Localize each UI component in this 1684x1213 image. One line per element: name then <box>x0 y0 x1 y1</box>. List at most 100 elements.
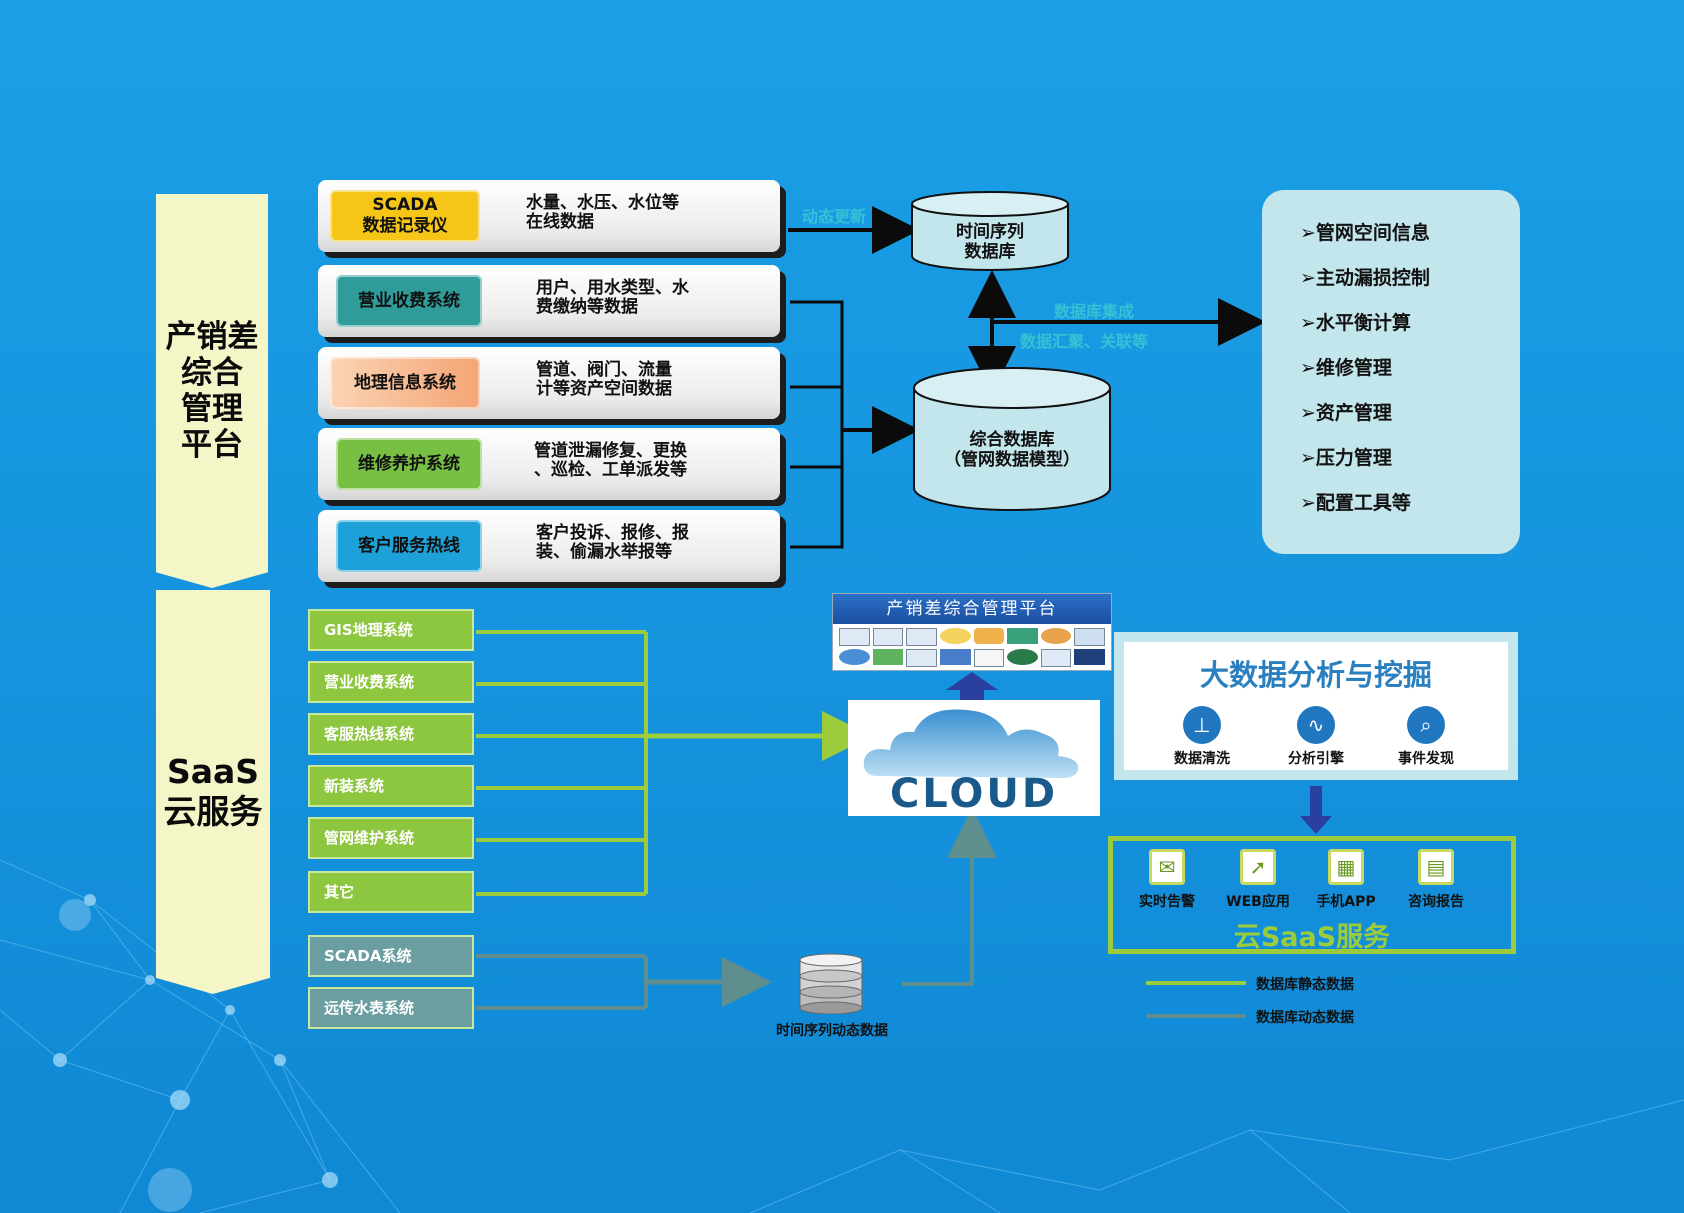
system-desc-hotline: 客户投诉、报修、报 装、偷漏水举报等 <box>536 523 689 562</box>
capability-item: ➢配置工具等 <box>1300 492 1411 514</box>
bigdata-item-label: 数据清洗 <box>1174 751 1230 767</box>
system-box-scada: SCADA 数据记录仪 水量、水压、水位等 在线数据 <box>318 180 780 252</box>
system-desc-scada: 水量、水压、水位等 在线数据 <box>526 193 679 232</box>
saas-item-app: ▦ 手机APP <box>1303 849 1389 911</box>
data-aggregation-label: 数据汇聚、关联等 <box>1020 332 1149 351</box>
wave-icon: ∿ <box>1297 706 1335 744</box>
toolbar-icon[interactable] <box>1007 628 1038 644</box>
saas-system-install: 新装系统 <box>308 765 474 807</box>
platform-window: 产销差综合管理平台 <box>832 593 1112 671</box>
saas-item-web: ➚ WEB应用 <box>1213 849 1303 911</box>
platform-banner-line: 综合 <box>181 355 243 391</box>
toolbar-icon[interactable] <box>839 628 870 646</box>
saas-item-label: WEB应用 <box>1226 894 1290 910</box>
capability-item: ➢水平衡计算 <box>1300 312 1411 334</box>
cloud-saas-title: 云SaaS服务 <box>1233 922 1391 953</box>
system-desc-gis: 管道、阀门、流量 计等资产空间数据 <box>536 360 672 399</box>
cloud-text: CLOUD <box>889 771 1059 817</box>
bigdata-item-cleaning: ⊥ 数据清洗 <box>1162 706 1242 768</box>
toolbar-icon[interactable] <box>906 649 937 667</box>
saas-system-network: 管网维护系统 <box>308 817 474 859</box>
system-tag-maintenance: 维修养护系统 <box>336 438 482 490</box>
cloud-to-platform-arrow <box>946 672 998 700</box>
toolbar-icon[interactable] <box>1040 649 1072 667</box>
saas-banner: SaaS 云服务 <box>156 590 270 994</box>
cloud-icon <box>863 709 1079 778</box>
toolbar-icon[interactable] <box>906 628 937 646</box>
toolbar-icon[interactable] <box>872 649 904 665</box>
toolbar-icon[interactable] <box>872 628 904 646</box>
integrated-db-label: 综合数据库 （管网数据模型） <box>944 430 1080 470</box>
db-integration-label: 数据库集成 <box>1054 302 1135 321</box>
system-box-gis: 地理信息系统 管道、阀门、流量 计等资产空间数据 <box>318 347 780 419</box>
platform-window-toolbar <box>833 624 1111 671</box>
timeseries-db-cylinder <box>911 191 1069 271</box>
toolbar-icon[interactable] <box>939 649 971 665</box>
platform-window-title: 产销差综合管理平台 <box>833 594 1111 624</box>
toolbar-icon[interactable] <box>839 649 870 665</box>
integrated-db-cylinder <box>913 367 1111 511</box>
saas-system-billing: 营业收费系统 <box>308 661 474 703</box>
system-tag-scada: SCADA 数据记录仪 <box>330 190 480 242</box>
bigdata-panel: 大数据分析与挖掘 ⊥ 数据清洗 ∿ 分析引擎 ⌕ 事件发现 <box>1114 632 1518 780</box>
capability-item: ➢维修管理 <box>1300 357 1392 379</box>
system-desc-billing: 用户、用水类型、水 费缴纳等数据 <box>536 278 689 317</box>
saas-item-label: 手机APP <box>1316 894 1376 910</box>
system-tag-hotline: 客户服务热线 <box>336 520 482 572</box>
capability-item: ➢主动漏损控制 <box>1300 267 1430 289</box>
saas-item-label: 实时告警 <box>1139 894 1195 910</box>
legend-dynamic-label: 数据库动态数据 <box>1256 1010 1354 1026</box>
legend-static-label: 数据库静态数据 <box>1256 977 1354 993</box>
saas-system-other: 其它 <box>308 871 474 913</box>
system-desc-maintenance: 管道泄漏修复、更换 、巡检、工单派发等 <box>534 441 687 480</box>
mail-icon: ✉ <box>1149 849 1185 885</box>
saas-item-alarm: ✉ 实时告警 <box>1125 849 1209 911</box>
capability-item: ➢资产管理 <box>1300 402 1392 424</box>
timeseries-dynamic-label: 时间序列动态数据 <box>776 1023 888 1039</box>
toolbar-icon[interactable] <box>973 649 1005 667</box>
toolbar-icon[interactable] <box>939 628 971 644</box>
cursor-icon: ➚ <box>1240 849 1276 885</box>
system-box-maintenance: 维修养护系统 管道泄漏修复、更换 、巡检、工单派发等 <box>318 428 780 500</box>
saas-banner-line: SaaS <box>166 752 260 791</box>
system-box-hotline: 客户服务热线 客户投诉、报修、报 装、偷漏水举报等 <box>318 510 780 582</box>
saas-item-label: 咨询报告 <box>1408 894 1464 910</box>
system-box-billing: 营业收费系统 用户、用水类型、水 费缴纳等数据 <box>318 265 780 337</box>
saas-system-gis: GIS地理系统 <box>308 609 474 651</box>
bigdata-item-event: ⌕ 事件发现 <box>1386 706 1466 768</box>
capability-item: ➢压力管理 <box>1300 447 1392 469</box>
platform-banner-line: 产销差 <box>165 319 259 355</box>
platform-banner: 产销差 综合 管理 平台 <box>156 194 268 588</box>
filter-icon: ⊥ <box>1183 706 1221 744</box>
platform-banner-line: 管理 <box>181 391 243 427</box>
bigdata-item-label: 分析引擎 <box>1288 751 1344 767</box>
toolbar-icon[interactable] <box>1074 628 1105 646</box>
system-tag-billing: 营业收费系统 <box>336 275 482 327</box>
magnifier-icon: ⌕ <box>1407 706 1445 744</box>
bigdata-item-label: 事件发现 <box>1398 751 1454 767</box>
platform-banner-line: 平台 <box>181 427 243 463</box>
static-data-bracket <box>476 630 648 896</box>
capabilities-panel: ➢管网空间信息 ➢主动漏损控制 ➢水平衡计算 ➢维修管理 ➢资产管理 ➢压力管理… <box>1262 190 1520 554</box>
cloud-box: CLOUD <box>848 700 1100 816</box>
database-stack-icon <box>799 953 863 1014</box>
bigdata-title: 大数据分析与挖掘 <box>1199 658 1432 692</box>
bigdata-item-engine: ∿ 分析引擎 <box>1276 706 1356 768</box>
cloud-saas-panel: ✉ 实时告警 ➚ WEB应用 ▦ 手机APP ▤ 咨询报告 云SaaS服务 <box>1108 836 1516 954</box>
timeseries-db-label: 时间序列 数据库 <box>956 222 1024 262</box>
saas-system-hotline: 客服热线系统 <box>308 713 474 755</box>
bigdata-to-saas-arrow <box>1300 786 1332 834</box>
toolbar-icon[interactable] <box>1040 628 1072 644</box>
toolbar-icon[interactable] <box>1074 649 1105 665</box>
saas-banner-line: 云服务 <box>163 792 263 831</box>
realtime-update-label: 动态更新 <box>802 207 867 226</box>
toolbar-icon[interactable] <box>1007 649 1038 665</box>
system-tag-gis: 地理信息系统 <box>330 357 480 409</box>
phone-icon: ▦ <box>1328 849 1364 885</box>
saas-system-scada: SCADA系统 <box>308 935 474 977</box>
saas-item-report: ▤ 咨询报告 <box>1393 849 1479 911</box>
toolbar-icon[interactable] <box>973 628 1005 644</box>
capability-item: ➢管网空间信息 <box>1300 222 1430 244</box>
